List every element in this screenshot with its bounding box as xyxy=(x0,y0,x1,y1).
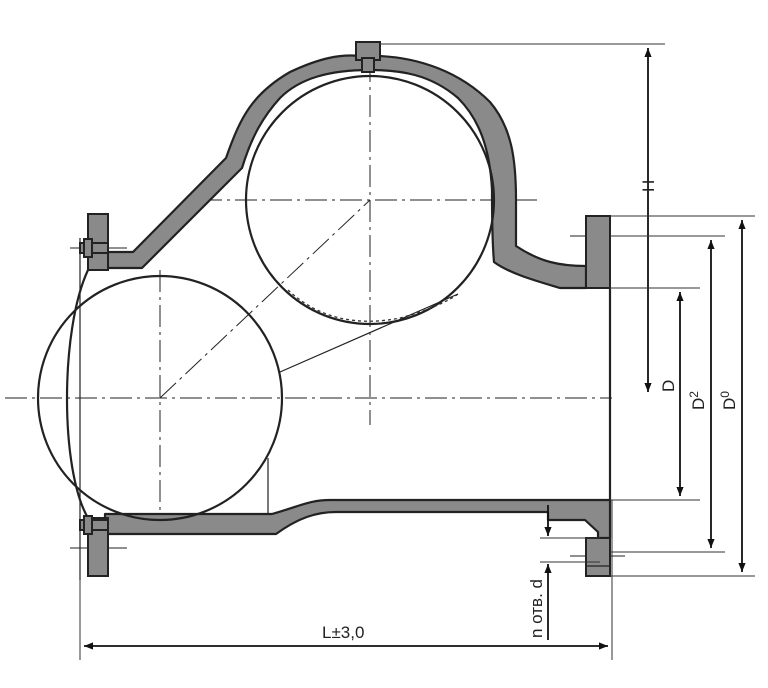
upper-body-shell xyxy=(103,54,588,290)
upper-bolt-shank xyxy=(79,242,109,254)
upper-bolt-nut xyxy=(83,238,93,258)
float-lever xyxy=(279,293,459,373)
vent-plug-stem xyxy=(361,57,375,73)
inlet-bore-outline xyxy=(65,269,89,519)
dimension-bore: D xyxy=(610,287,700,501)
outlet-flange xyxy=(585,215,612,577)
lower-bolt xyxy=(79,515,109,535)
float-ball-upper xyxy=(244,74,496,326)
vent-plug xyxy=(355,41,381,73)
outlet-flange-top xyxy=(585,215,611,289)
dimension-outer-diameter: D0 xyxy=(610,215,755,577)
outlet-flange-bottom xyxy=(585,537,611,577)
float-travel-path xyxy=(287,289,459,322)
upper-bolt xyxy=(79,238,109,258)
inlet-flange xyxy=(65,213,109,580)
float-arm-axis xyxy=(159,199,371,399)
bolt-circle-label: D2 xyxy=(687,391,708,410)
bore-label: D xyxy=(659,380,678,392)
lower-bolt-shank xyxy=(79,519,109,531)
dimension-height: H xyxy=(380,43,665,392)
length-label: L±3,0 xyxy=(322,623,364,642)
lower-body-shell xyxy=(103,498,612,540)
height-label: H xyxy=(639,180,658,192)
lower-bolt-nut xyxy=(83,515,93,535)
float-ball-lower xyxy=(36,274,284,522)
outer-diameter-label: D0 xyxy=(718,391,739,410)
dimension-holes: n отв. d xyxy=(527,505,600,640)
center-lines xyxy=(5,60,625,557)
dimension-length: L±3,0 xyxy=(79,500,613,660)
holes-label: n отв. d xyxy=(527,579,546,638)
dimension-bolt-circle: D2 xyxy=(610,235,725,553)
